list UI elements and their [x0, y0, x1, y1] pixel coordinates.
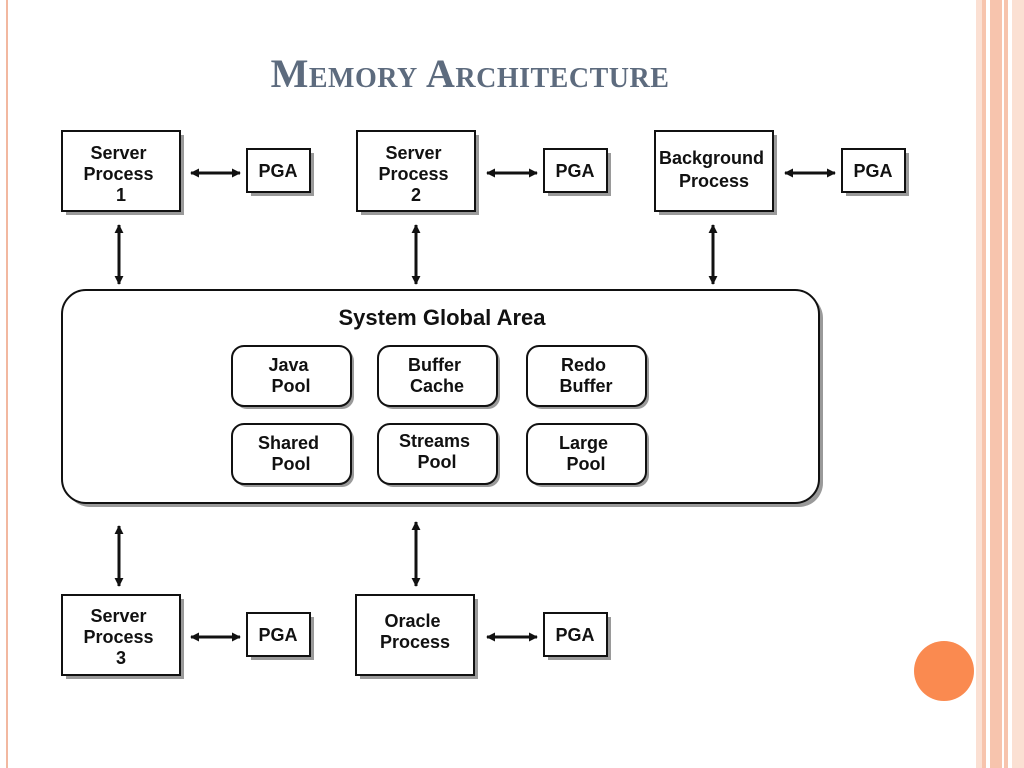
- svg-text:Server Process: Server Process 2: [378, 143, 453, 205]
- server-process-2-line1: Server: [385, 143, 441, 163]
- pga-1-label: PGA: [258, 161, 297, 181]
- pga-3-label: PGA: [853, 161, 892, 181]
- svg-text:Java Pool: Java Pool: [268, 355, 313, 396]
- background-process-box: Background Process: [654, 130, 777, 215]
- svg-text:Buffer Cache: Buffer Cache: [408, 355, 466, 396]
- buffer-cache-box: Buffer Cache: [377, 345, 500, 409]
- svg-text:Shared Pool: Shared Pool: [258, 433, 324, 474]
- server-process-1-line3: 1: [116, 185, 126, 205]
- left-border-rule: [6, 0, 8, 768]
- server-process-2-box: Server Process 2: [356, 130, 479, 215]
- pga-5-label: PGA: [555, 625, 594, 645]
- right-decorative-stripes: [976, 0, 1024, 768]
- server-process-1-line2: Process: [83, 164, 153, 184]
- server-process-3-line1: Server: [90, 606, 146, 626]
- oracle-process-line1: Oracle: [384, 611, 440, 631]
- streams-pool-line1: Streams: [399, 431, 470, 451]
- server-process-3-line3: 3: [116, 648, 126, 668]
- server-process-2-line3: 2: [411, 185, 421, 205]
- streams-pool-line2: Pool: [418, 452, 457, 472]
- server-process-3-box: Server Process 3: [61, 594, 184, 679]
- pga-3-box: PGA: [841, 148, 909, 196]
- pga-4-box: PGA: [246, 612, 314, 660]
- background-process-line1: Background: [659, 148, 764, 168]
- sga-title: System Global Area: [338, 305, 546, 330]
- server-process-2-line2: Process: [378, 164, 448, 184]
- svg-text:Large Pool: Large Pool: [559, 433, 613, 474]
- orange-dot-decoration: [914, 641, 974, 701]
- pga-4-label: PGA: [258, 625, 297, 645]
- pga-2-box: PGA: [543, 148, 611, 196]
- server-process-3-line2: Process: [83, 627, 153, 647]
- pga-5-box: PGA: [543, 612, 611, 660]
- oracle-process-box: Oracle Process: [355, 594, 478, 679]
- server-process-1-line1: Server: [90, 143, 146, 163]
- buffer-cache-line2: Cache: [410, 376, 464, 396]
- oracle-process-line2: Process: [380, 632, 450, 652]
- svg-text:Server Process: Server Process 3: [83, 606, 158, 668]
- svg-text:Server Process: Server Process 1: [83, 143, 158, 205]
- large-pool-line1: Large: [559, 433, 608, 453]
- buffer-cache-line1: Buffer: [408, 355, 461, 375]
- java-pool-line1: Java: [268, 355, 309, 375]
- svg-text:Oracle Process: Oracle Process: [380, 611, 450, 652]
- pga-1-box: PGA: [246, 148, 314, 196]
- svg-text:Streams Pool: Streams Pool: [399, 431, 475, 472]
- shared-pool-line2: Pool: [272, 454, 311, 474]
- shared-pool-line1: Shared: [258, 433, 319, 453]
- large-pool-box: Large Pool: [526, 423, 649, 487]
- redo-buffer-box: Redo Buffer: [526, 345, 649, 409]
- streams-pool-box: Streams Pool: [377, 423, 500, 487]
- redo-buffer-line2: Buffer: [560, 376, 613, 396]
- java-pool-line2: Pool: [272, 376, 311, 396]
- background-process-line2: Process: [679, 171, 749, 191]
- redo-buffer-line1: Redo: [561, 355, 606, 375]
- large-pool-line2: Pool: [567, 454, 606, 474]
- pga-2-label: PGA: [555, 161, 594, 181]
- server-process-1-box: Server Process 1: [61, 130, 184, 215]
- slide-title: Memory Architecture: [270, 51, 670, 96]
- svg-text:Background Process: Background Process: [659, 148, 769, 191]
- svg-text:Redo Buffer: Redo Buffer: [560, 355, 613, 396]
- shared-pool-box: Shared Pool: [231, 423, 354, 487]
- java-pool-box: Java Pool: [231, 345, 354, 409]
